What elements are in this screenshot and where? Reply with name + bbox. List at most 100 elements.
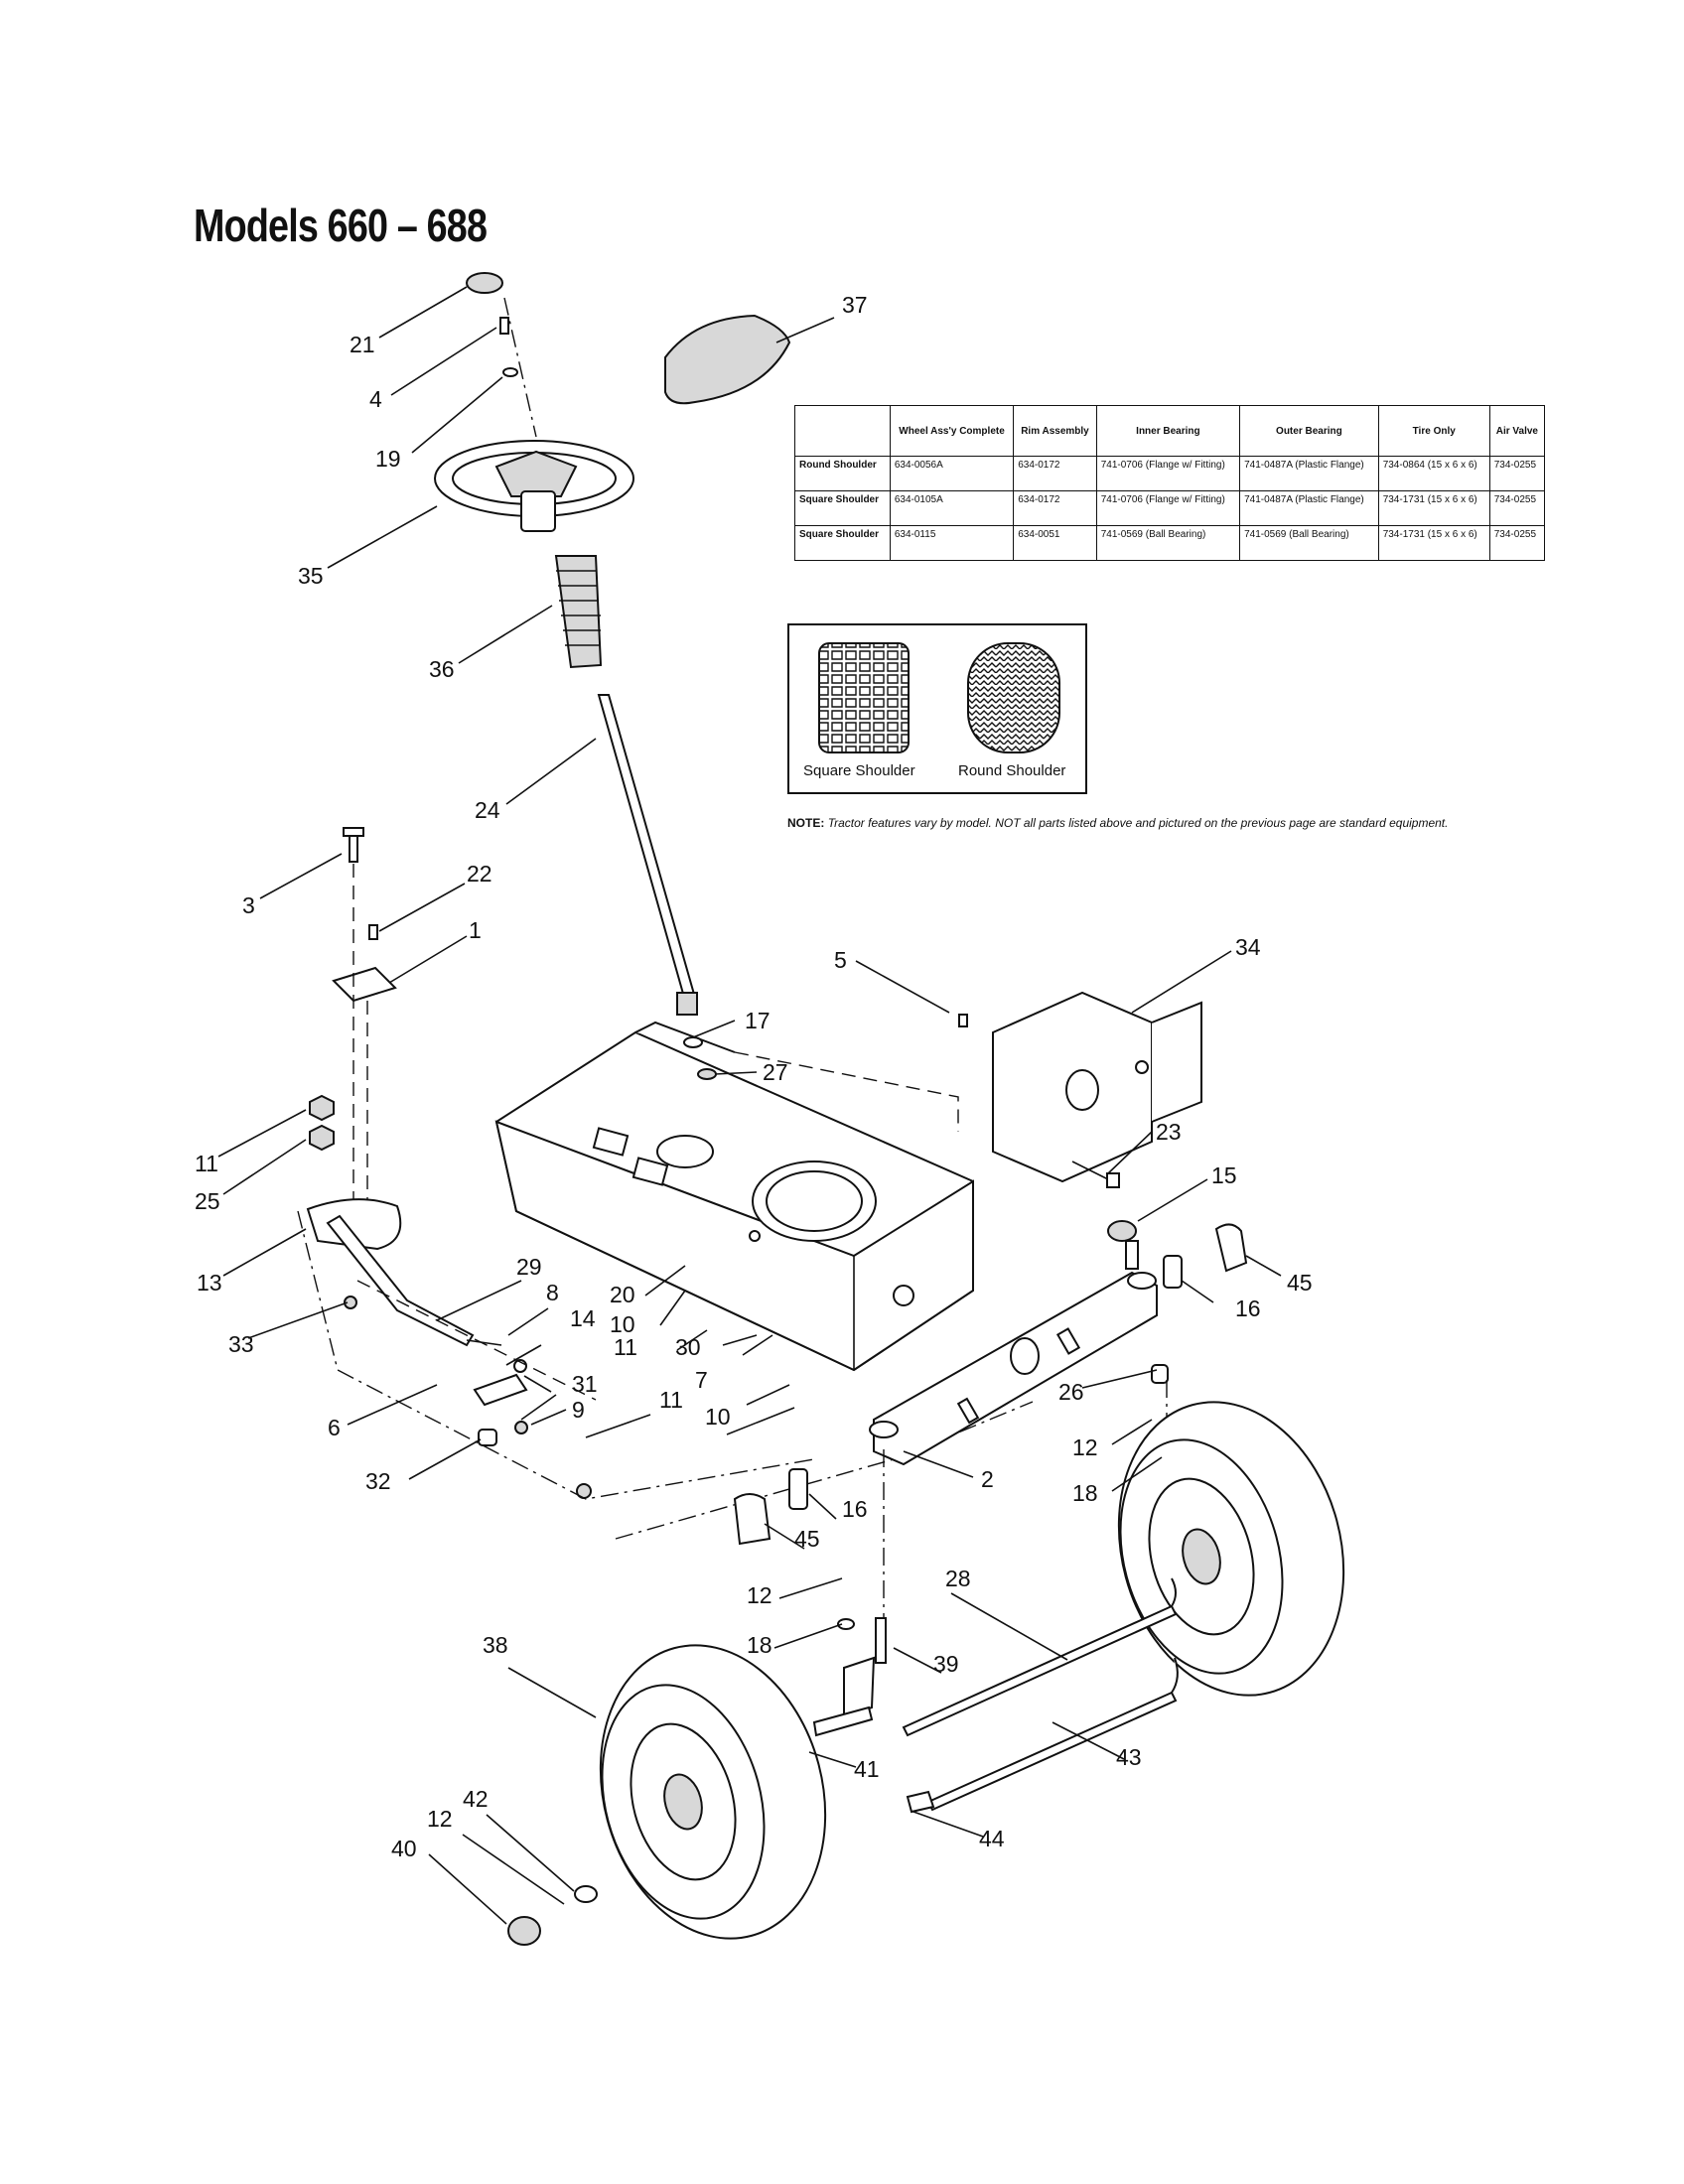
- callout-15: 15: [1211, 1162, 1237, 1188]
- callout-12c: 12: [427, 1806, 453, 1832]
- callout-24: 24: [475, 797, 500, 823]
- callout-20: 20: [610, 1282, 635, 1307]
- leader-lines: [217, 286, 1282, 1925]
- rod-end-part: [906, 1790, 935, 1814]
- table-cell: Square Shoulder: [794, 490, 891, 526]
- callout-2: 2: [981, 1466, 994, 1492]
- table-cell: 734-0864 (15 x 6 x 6): [1377, 456, 1490, 491]
- frame-nut-part: [683, 1036, 717, 1080]
- callout-18a: 18: [1072, 1480, 1098, 1506]
- callout-23: 23: [1156, 1119, 1182, 1145]
- equipment-note: NOTE: Tractor features vary by model. NO…: [787, 816, 1582, 830]
- screw-part: [499, 317, 509, 335]
- callout-27: 27: [763, 1059, 788, 1085]
- page-title: Models 660 – 688: [194, 200, 488, 251]
- nut-small-part: [344, 1296, 592, 1499]
- tread-comparison-box: Square Shoulder Round Shoulder: [787, 623, 1087, 794]
- callout-14: 14: [570, 1305, 596, 1331]
- front-bracket-part: [992, 991, 1202, 1183]
- note-prefix: NOTE:: [787, 816, 825, 830]
- axle-spacer-part: [1151, 1364, 1169, 1384]
- table-cell: 734-1731 (15 x 6 x 6): [1377, 525, 1490, 561]
- bushing-clamp-part: [733, 1223, 1248, 1546]
- callout-labels: 21 4 19 37 35 36 24 3 22 1 5 34 17 27 11…: [195, 292, 1313, 1861]
- callout-32: 32: [365, 1468, 391, 1494]
- callout-4: 4: [369, 386, 382, 412]
- callout-31: 31: [572, 1371, 598, 1397]
- table-cell: Round Shoulder: [794, 456, 891, 491]
- table-header-cell: Wheel Ass'y Complete: [889, 405, 1015, 457]
- bracket-screw-part: [958, 1014, 968, 1027]
- table-header-cell: Tire Only: [1377, 405, 1490, 457]
- callout-10a: 10: [610, 1311, 635, 1337]
- callout-26: 26: [1058, 1379, 1084, 1405]
- callout-18b: 18: [747, 1632, 772, 1658]
- callout-16a: 16: [1235, 1296, 1261, 1321]
- callout-22: 22: [467, 861, 492, 887]
- table-cell: 741-0569 (Ball Bearing): [1239, 525, 1379, 561]
- table-cell: 734-0255: [1488, 456, 1546, 491]
- round-shoulder-label: Round Shoulder: [958, 762, 1066, 779]
- callout-10b: 10: [705, 1404, 731, 1430]
- bolt-part: [343, 827, 364, 863]
- callout-21: 21: [350, 332, 375, 357]
- table-cell: 634-0056A: [889, 456, 1015, 491]
- callout-11b: 11: [614, 1334, 637, 1360]
- callout-44: 44: [979, 1826, 1005, 1851]
- callout-41: 41: [854, 1756, 880, 1782]
- table-cell: 634-0172: [1013, 490, 1097, 526]
- table-cell: 634-0051: [1013, 525, 1097, 561]
- callout-16b: 16: [842, 1496, 868, 1522]
- callout-11c: 11: [659, 1387, 683, 1413]
- callout-45b: 45: [794, 1526, 820, 1552]
- callout-34: 34: [1235, 934, 1261, 960]
- callout-43: 43: [1116, 1744, 1142, 1770]
- table-cell: 741-0487A (Plastic Flange): [1239, 490, 1379, 526]
- table-cell: 741-0706 (Flange w/ Fitting): [1095, 490, 1241, 526]
- callout-38: 38: [483, 1632, 508, 1658]
- note-text: Tractor features vary by model. NOT all …: [827, 816, 1449, 830]
- drag-link-part: [466, 1339, 502, 1346]
- callout-25: 25: [195, 1188, 220, 1214]
- right-wheel-part: [1117, 1401, 1345, 1697]
- table-cell: 741-0569 (Ball Bearing): [1095, 525, 1241, 561]
- square-shoulder-label: Square Shoulder: [803, 762, 915, 779]
- callout-13: 13: [197, 1270, 222, 1296]
- tread-illustration: [818, 642, 1060, 753]
- tie-rod-part: [902, 1577, 1178, 1737]
- washer-part: [502, 367, 518, 377]
- table-header-cell: Air Valve: [1488, 405, 1546, 457]
- callout-36: 36: [429, 656, 455, 682]
- callout-42: 42: [463, 1786, 489, 1812]
- callout-12a: 12: [1072, 1434, 1098, 1460]
- square-shoulder-tread: [818, 642, 910, 753]
- steering-wheel-part: [434, 440, 634, 532]
- callout-8: 8: [546, 1280, 559, 1305]
- callout-33: 33: [228, 1331, 254, 1357]
- callout-37: 37: [842, 292, 868, 318]
- callout-7: 7: [695, 1367, 708, 1393]
- table-row: Square Shoulder 634-0105A 634-0172 741-0…: [794, 490, 1546, 526]
- callout-45a: 45: [1287, 1270, 1313, 1296]
- callout-3: 3: [242, 892, 255, 918]
- table-header-cell: Inner Bearing: [1095, 405, 1241, 457]
- bushing-part: [788, 1255, 1183, 1510]
- bracket-plate-part: [332, 966, 397, 1003]
- spacer-part: [478, 1429, 497, 1446]
- table-cell: 634-0115: [889, 525, 1015, 561]
- table-cell: 734-0255: [1488, 525, 1546, 561]
- callout-17: 17: [745, 1008, 771, 1033]
- pitman-arm-part: [473, 1359, 528, 1407]
- steering-gear-part: [306, 1198, 475, 1347]
- table-header-cell: Outer Bearing: [1239, 405, 1379, 457]
- table-row: Square Shoulder 634-0115 634-0051 741-05…: [794, 525, 1546, 561]
- round-shoulder-tread: [967, 642, 1060, 753]
- nut-part: [309, 1094, 335, 1122]
- cap-part: [466, 272, 503, 294]
- spindle-part: [812, 1617, 887, 1737]
- flange-nut-part: [309, 1124, 335, 1152]
- table-cell: 734-0255: [1488, 490, 1546, 526]
- table-row: Round Shoulder 634-0056A 634-0172 741-07…: [794, 456, 1546, 491]
- table-cell: 741-0487A (Plastic Flange): [1239, 456, 1379, 491]
